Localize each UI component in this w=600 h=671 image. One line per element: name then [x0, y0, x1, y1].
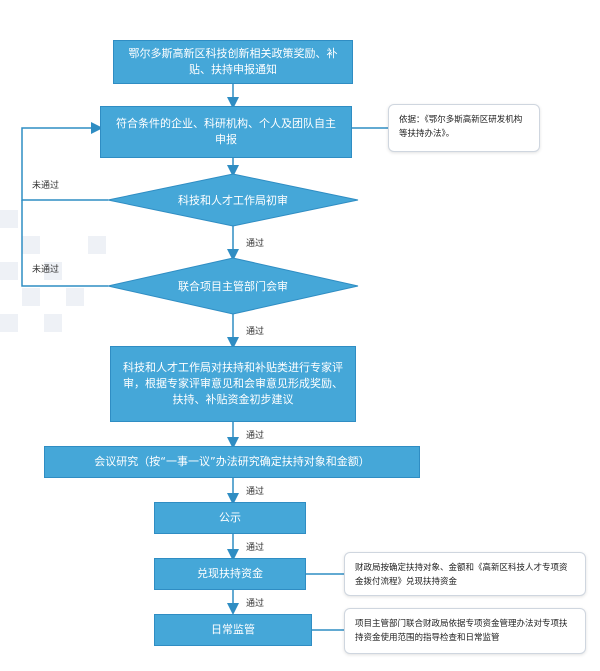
step-supervision: 日常监管 [154, 614, 312, 646]
step-apply: 符合条件的企业、科研机构、个人及团队自主申报 [100, 106, 352, 158]
step-joint-review-text: 联合项目主管部门会审 [178, 280, 288, 293]
note-basis-text: 依据：《鄂尔多斯高新区研发机构等扶持办法》。 [399, 115, 523, 139]
step-initial-review: 科技和人才工作局初审 [140, 190, 326, 210]
note-supervision-text: 项目主管部门联合财政局依据专项资金管理办法对专项扶持资金使用范围的指导检查和日常… [355, 619, 568, 643]
step-notice-text: 鄂尔多斯高新区科技创新相关政策奖励、补贴、扶持申报通知 [128, 47, 338, 76]
background-decoration [22, 288, 40, 306]
step-supervision-text: 日常监管 [211, 623, 255, 636]
step-payout: 兑现扶持资金 [154, 558, 306, 590]
step-publicity: 公示 [154, 502, 306, 534]
label-pass-meeting: 通过 [246, 487, 265, 497]
step-expert-review: 科技和人才工作局对扶持和补贴类进行专家评审，根据专家评审意见和会审意见形成奖励、… [110, 346, 356, 422]
label-fail-joint: 未通过 [32, 265, 60, 275]
step-joint-review: 联合项目主管部门会审 [140, 276, 326, 296]
initial-review-diamond [107, 173, 359, 227]
label-pass-publicity: 通过 [246, 543, 265, 553]
background-decoration [88, 236, 106, 254]
label-pass-initial: 通过 [246, 239, 265, 249]
label-pass-expert: 通过 [246, 431, 265, 441]
label-pass-payout: 通过 [246, 599, 265, 609]
step-notice: 鄂尔多斯高新区科技创新相关政策奖励、补贴、扶持申报通知 [113, 40, 353, 84]
joint-review-diamond [107, 257, 359, 315]
note-basis: 依据：《鄂尔多斯高新区研发机构等扶持办法》。 [388, 104, 540, 152]
background-decoration [66, 288, 84, 306]
step-initial-review-text: 科技和人才工作局初审 [178, 194, 288, 207]
background-decoration [0, 314, 18, 332]
step-publicity-text: 公示 [219, 511, 241, 524]
step-meeting-text: 会议研究（按“一事一议”办法研究确定扶持对象和金额） [94, 455, 370, 468]
background-decoration [22, 236, 40, 254]
label-pass-joint: 通过 [246, 327, 265, 337]
note-payout-text: 财政局按确定扶持对象、金额和《高新区科技人才专项资金拨付流程》兑现扶持资金 [355, 563, 568, 587]
step-payout-text: 兑现扶持资金 [197, 567, 263, 580]
step-meeting: 会议研究（按“一事一议”办法研究确定扶持对象和金额） [44, 446, 420, 478]
background-decoration [44, 262, 62, 280]
background-decoration [0, 262, 18, 280]
background-decoration [44, 314, 62, 332]
note-supervision: 项目主管部门联合财政局依据专项资金管理办法对专项扶持资金使用范围的指导检查和日常… [344, 608, 586, 654]
note-payout: 财政局按确定扶持对象、金额和《高新区科技人才专项资金拨付流程》兑现扶持资金 [344, 552, 586, 596]
label-fail-initial: 未通过 [32, 181, 60, 191]
step-expert-review-text: 科技和人才工作局对扶持和补贴类进行专家评审，根据专家评审意见和会审意见形成奖励、… [123, 361, 343, 406]
step-apply-text: 符合条件的企业、科研机构、个人及团队自主申报 [116, 117, 336, 146]
background-decoration [0, 210, 18, 228]
